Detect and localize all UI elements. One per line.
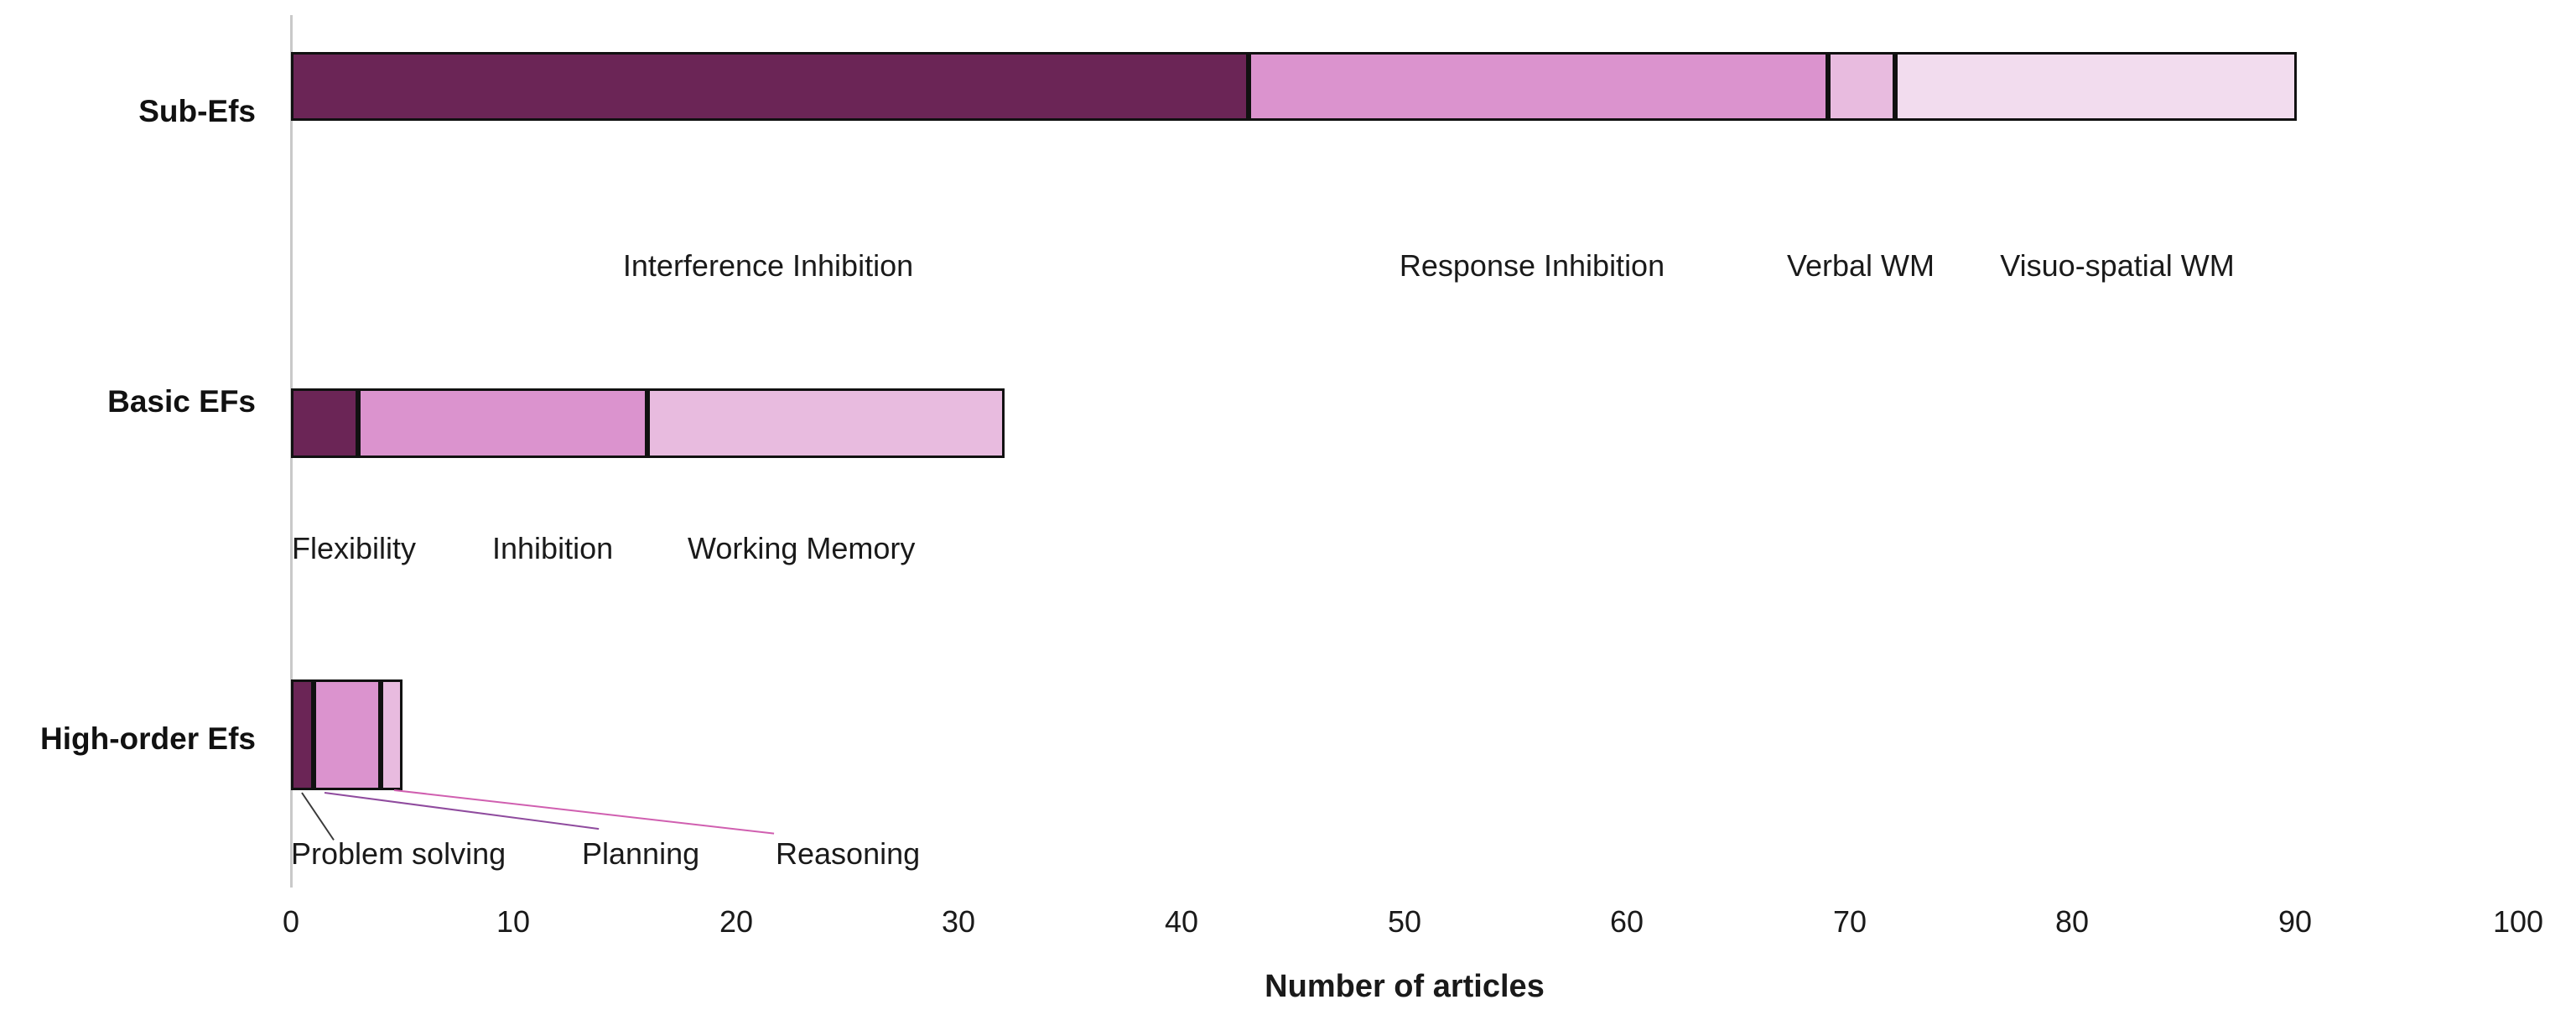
bar-row-high-order-efs [291,679,402,790]
bar-segment-flexibility[interactable] [291,388,358,458]
xtick-70: 70 [1832,904,1867,939]
category-label-high-order-efs: High-order Efs [40,721,256,756]
bar-segment-response-inhibition[interactable] [1249,52,1828,121]
segment-caption-verbal-wm: Verbal WM [1786,248,1935,283]
xtick-20: 20 [719,904,754,939]
category-label-sub-efs: Sub-Efs [138,94,256,128]
bar-row-basic-efs [291,388,1005,458]
leader-line-problem-solving [301,792,335,841]
xtick-50: 50 [1387,904,1422,939]
segment-caption-planning: Planning [582,836,700,871]
xtick-40: 40 [1164,904,1199,939]
bar-segment-planning[interactable] [314,679,381,790]
segment-caption-interference-inhibition: Interference Inhibition [622,248,914,283]
xtick-90: 90 [2277,904,2313,939]
segment-caption-visuo-spatial-wm: Visuo-spatial WM [2000,248,2235,283]
segment-caption-problem-solving: Problem solving [291,836,506,871]
xtick-60: 60 [1609,904,1644,939]
xtick-30: 30 [941,904,976,939]
segment-caption-response-inhibition: Response Inhibition [1399,248,1665,283]
segment-caption-reasoning: Reasoning [776,836,921,871]
xtick-100: 100 [2492,904,2544,939]
bar-segment-visuo-spatial-wm[interactable] [1895,52,2297,121]
bar-row-sub-efs [291,52,2297,121]
x-axis-title: Number of articles [1265,969,1545,1004]
bar-segment-reasoning[interactable] [381,679,402,790]
category-label-basic-efs: Basic EFs [107,384,256,419]
bar-segment-working-memory[interactable] [647,388,1005,458]
xtick-10: 10 [496,904,531,939]
segment-caption-working-memory: Working Memory [688,531,916,565]
xtick-80: 80 [2054,904,2090,939]
bar-segment-verbal-wm[interactable] [1828,52,1895,121]
bar-segment-interference-inhibition[interactable] [291,52,1249,121]
segment-caption-inhibition: Inhibition [492,531,614,565]
bar-segment-inhibition[interactable] [358,388,647,458]
bar-segment-problem-solving[interactable] [291,679,314,790]
segment-caption-flexibility: Flexibility [292,531,417,565]
xtick-0: 0 [282,904,300,939]
